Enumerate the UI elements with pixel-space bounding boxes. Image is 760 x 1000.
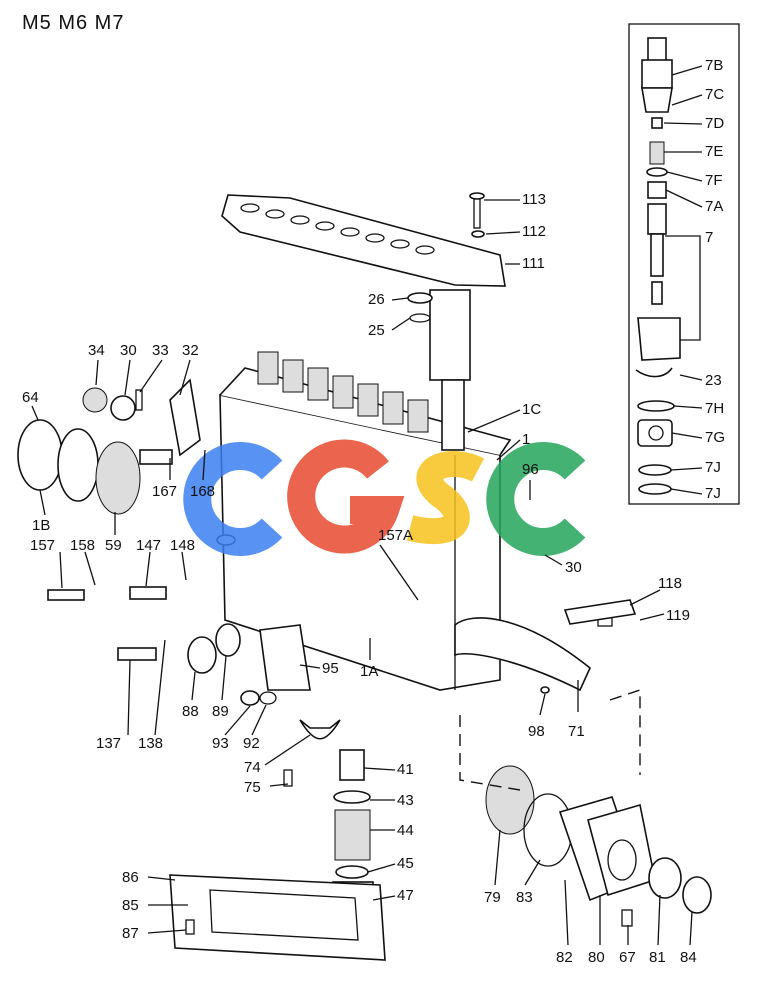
label-25: 25 <box>368 322 385 339</box>
label-167: 167 <box>152 483 177 500</box>
label-81: 81 <box>649 949 666 966</box>
label-45: 45 <box>397 855 414 872</box>
label-32: 32 <box>182 342 199 359</box>
label-30-top: 30 <box>120 342 137 359</box>
label-7B: 7B <box>705 57 723 74</box>
label-112: 112 <box>522 223 546 240</box>
label-89: 89 <box>212 703 229 720</box>
label-84: 84 <box>680 949 697 966</box>
top-cover-plate <box>221 194 506 287</box>
label-67: 67 <box>619 949 636 966</box>
governor-side-parts <box>17 378 311 706</box>
tappet-and-camshaft-parts <box>169 599 712 961</box>
label-148: 148 <box>170 537 195 554</box>
label-1: 1 <box>522 431 530 448</box>
leader-lines <box>31 65 703 946</box>
label-64: 64 <box>22 389 39 406</box>
watermark-letter-c-blue <box>183 442 283 556</box>
label-7J-lower: 7J <box>705 485 721 502</box>
label-137: 137 <box>96 735 121 752</box>
watermark-letter-s-yellow <box>406 451 485 545</box>
cgsc-watermark <box>183 439 586 556</box>
label-111: 111 <box>522 255 545 272</box>
label-87: 87 <box>122 925 139 942</box>
label-85: 85 <box>122 897 139 914</box>
label-96: 96 <box>522 461 539 478</box>
label-168: 168 <box>190 483 215 500</box>
label-47: 47 <box>397 887 414 904</box>
label-7F: 7F <box>705 172 723 189</box>
watermark-letter-c-green <box>486 442 586 556</box>
label-92: 92 <box>243 735 260 752</box>
label-7D: 7D <box>705 115 724 132</box>
label-33: 33 <box>152 342 169 359</box>
label-83: 83 <box>516 889 533 906</box>
label-7C: 7C <box>705 86 724 103</box>
label-157A: 157A <box>378 527 413 544</box>
label-41: 41 <box>397 761 414 778</box>
label-79: 79 <box>484 889 501 906</box>
label-7A: 7A <box>705 198 723 215</box>
label-147: 147 <box>136 537 161 554</box>
label-138: 138 <box>138 735 163 752</box>
label-75: 75 <box>244 779 261 796</box>
label-71: 71 <box>568 723 585 740</box>
label-118: 118 <box>658 575 682 592</box>
label-7E: 7E <box>705 143 723 160</box>
label-82: 82 <box>556 949 573 966</box>
label-1C: 1C <box>522 401 541 418</box>
label-157: 157 <box>30 537 55 554</box>
label-158: 158 <box>70 537 95 554</box>
label-98: 98 <box>528 723 545 740</box>
label-7G: 7G <box>705 429 725 446</box>
label-74: 74 <box>244 759 261 776</box>
label-26: 26 <box>368 291 385 308</box>
watermark-letter-g-red <box>287 439 405 554</box>
label-93: 93 <box>212 735 229 752</box>
label-59: 59 <box>105 537 122 554</box>
label-113: 113 <box>522 191 546 208</box>
label-95: 95 <box>322 660 339 677</box>
label-43: 43 <box>397 792 414 809</box>
label-23: 23 <box>705 372 722 389</box>
label-88: 88 <box>182 703 199 720</box>
part-labels: 7B 7C 7D 7E 7F 7A 7 23 7H 7G 7J 7J 113 1… <box>22 57 725 966</box>
label-30-right: 30 <box>565 559 582 576</box>
diagram-title: M5 M6 M7 <box>22 12 125 34</box>
label-80: 80 <box>588 949 605 966</box>
label-7: 7 <box>705 229 713 246</box>
label-7J-upper: 7J <box>705 459 721 476</box>
label-119: 119 <box>666 607 690 624</box>
label-1A: 1A <box>360 663 378 680</box>
label-86: 86 <box>122 869 139 886</box>
label-7H: 7H <box>705 400 724 417</box>
label-44: 44 <box>397 822 414 839</box>
label-34: 34 <box>88 342 105 359</box>
label-1B: 1B <box>32 517 50 534</box>
